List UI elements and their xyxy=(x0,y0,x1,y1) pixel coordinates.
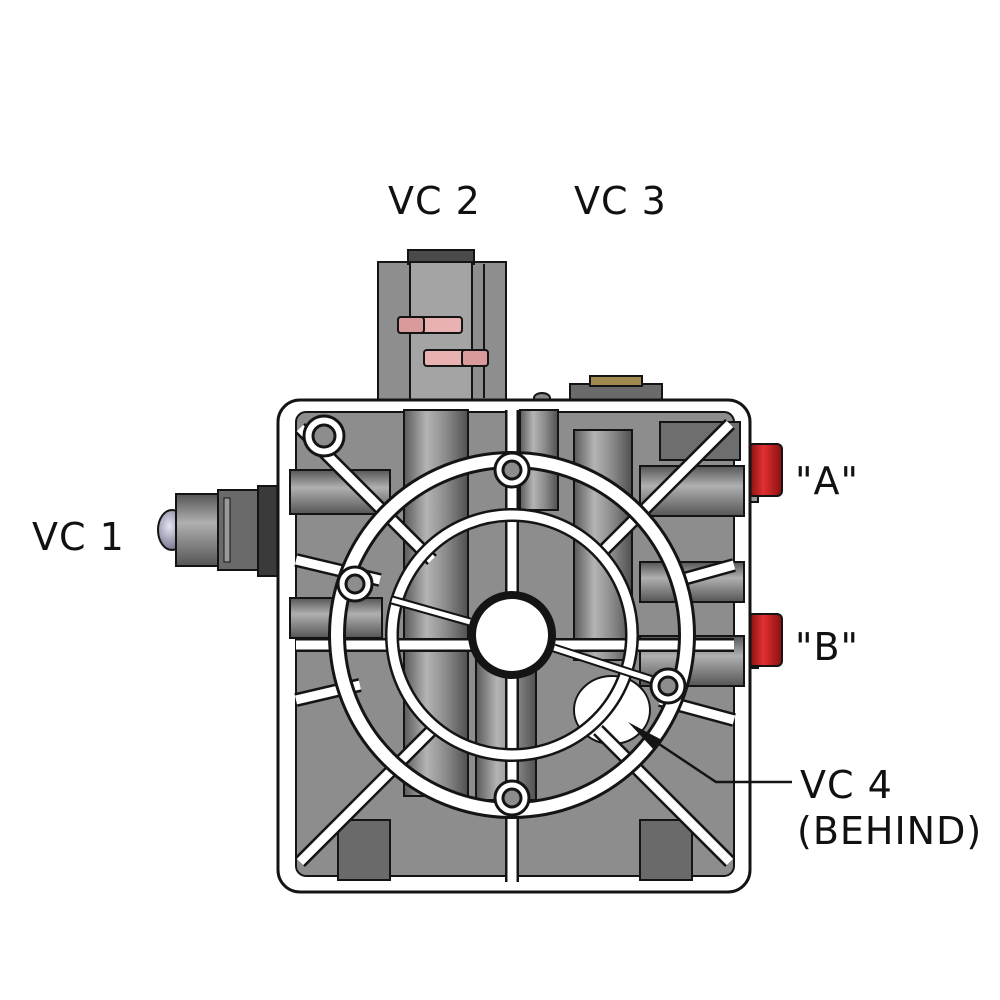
vc4-leader-arrow-icon xyxy=(628,722,792,784)
valve-block-icon xyxy=(276,398,752,894)
vc1-cartridge xyxy=(157,485,281,577)
vc4-note-label: (BEHIND) xyxy=(797,809,983,853)
vc3-label: VC 3 xyxy=(574,179,667,223)
vc2-cartridge xyxy=(377,249,507,403)
port-b-plug-icon xyxy=(741,613,783,669)
vc4-label: VC 4 xyxy=(800,763,893,807)
vc1-label: VC 1 xyxy=(32,515,125,559)
port-b-label: "B" xyxy=(795,625,860,669)
port-a-label: "A" xyxy=(795,459,859,503)
vc2-label: VC 2 xyxy=(388,179,481,223)
